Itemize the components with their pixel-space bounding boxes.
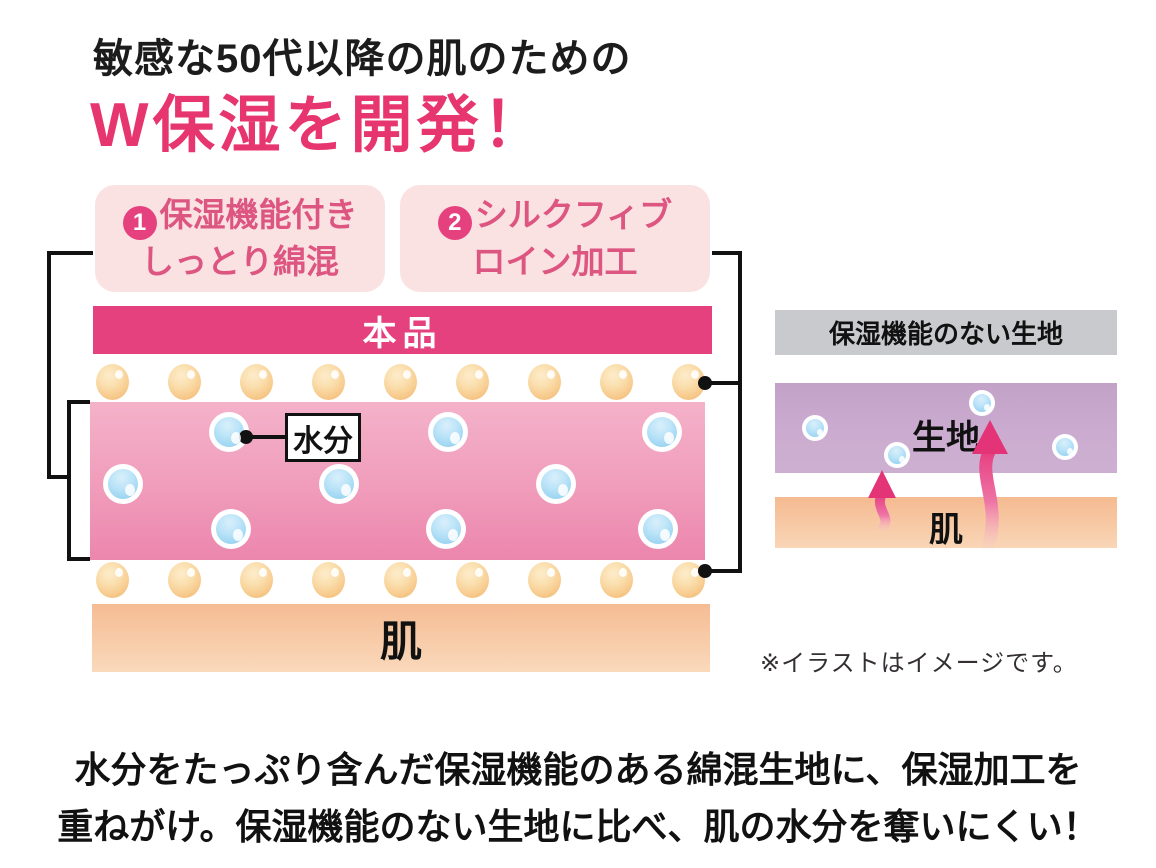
bracket-line — [712, 251, 742, 255]
moisture-label: 水分 — [285, 413, 361, 462]
coating-bead — [96, 364, 129, 400]
description-line1: 水分をたっぷり含んだ保湿機能のある綿混生地に、保湿加工を — [74, 749, 1082, 790]
coating-bead — [96, 562, 129, 598]
comparison-header-bar: 保湿機能のない生地 — [775, 310, 1117, 355]
feature2-line2: ロイン加工 — [472, 243, 638, 281]
water-droplet — [884, 442, 910, 468]
water-droplet — [1052, 434, 1078, 460]
moisture-callout-dot — [239, 430, 253, 444]
big-arrow-head — [972, 420, 1008, 454]
bracket-line — [67, 557, 90, 561]
water-droplet — [319, 464, 359, 504]
coating-bead — [312, 562, 345, 598]
bracket-dot — [698, 564, 712, 578]
bracket-line — [67, 400, 90, 404]
coating-bead — [384, 364, 417, 400]
bracket-line — [708, 381, 740, 385]
water-droplet — [642, 412, 682, 452]
heading-subtitle: 敏感な50代以降の肌のための — [93, 37, 632, 81]
description-text: 水分をたっぷり含んだ保湿機能のある綿混生地に、保湿加工を 重ねがけ。保湿機能のな… — [0, 742, 1156, 856]
coating-bead — [384, 562, 417, 598]
moist-fabric-region — [90, 402, 705, 560]
coating-bead — [240, 562, 273, 598]
bracket-dot — [698, 376, 712, 390]
coating-bead — [456, 562, 489, 598]
illustration-note: ※イラストはイメージです。 — [760, 650, 1078, 677]
comparison-skin-bar — [775, 497, 1117, 548]
comparison-skin-label: 肌 — [929, 511, 963, 549]
bracket-line — [47, 251, 93, 255]
feature2-line1-text: シルクフィブ — [474, 196, 673, 234]
small-arrow-head — [868, 470, 896, 498]
bracket-line — [47, 475, 69, 479]
skin-bar: 肌 — [92, 604, 710, 672]
feature1-line1-text: 保湿機能付き — [159, 196, 358, 234]
water-droplet — [103, 464, 143, 504]
moisture-escape-arrows — [868, 420, 1008, 555]
bracket-line — [67, 400, 71, 561]
comparison-fabric-label: 生地 — [912, 419, 980, 457]
product-bar: 本品 — [93, 306, 712, 354]
description-line2: 重ねがけ。保湿機能のない生地に比べ、肌の水分を奪いにくい！ — [57, 805, 1099, 847]
coating-bead — [528, 364, 561, 400]
feature1-number-badge: 1 — [122, 206, 157, 241]
coating-bead — [600, 364, 633, 400]
coating-bead — [240, 364, 273, 400]
coating-bead — [600, 562, 633, 598]
moisture-callout-line — [250, 435, 288, 439]
feature2-number-badge: 2 — [437, 206, 472, 241]
water-droplet — [211, 509, 251, 549]
coating-bead — [168, 562, 201, 598]
heading-title: W保湿を開発！ — [90, 91, 549, 160]
coating-bead — [528, 562, 561, 598]
water-droplet — [536, 464, 576, 504]
water-droplet — [638, 509, 678, 549]
big-arrow-tail — [979, 443, 999, 555]
small-arrow-tail — [875, 489, 891, 533]
coating-bead — [456, 364, 489, 400]
coating-bead — [312, 364, 345, 400]
feature1-line2: しっとり綿混 — [141, 243, 339, 281]
bracket-line — [738, 251, 742, 573]
bracket-line — [47, 251, 51, 479]
water-droplet — [426, 509, 466, 549]
bracket-line — [708, 569, 740, 573]
water-droplet — [969, 390, 995, 416]
water-droplet — [802, 415, 828, 441]
coating-bead — [168, 364, 201, 400]
water-droplet — [428, 412, 468, 452]
